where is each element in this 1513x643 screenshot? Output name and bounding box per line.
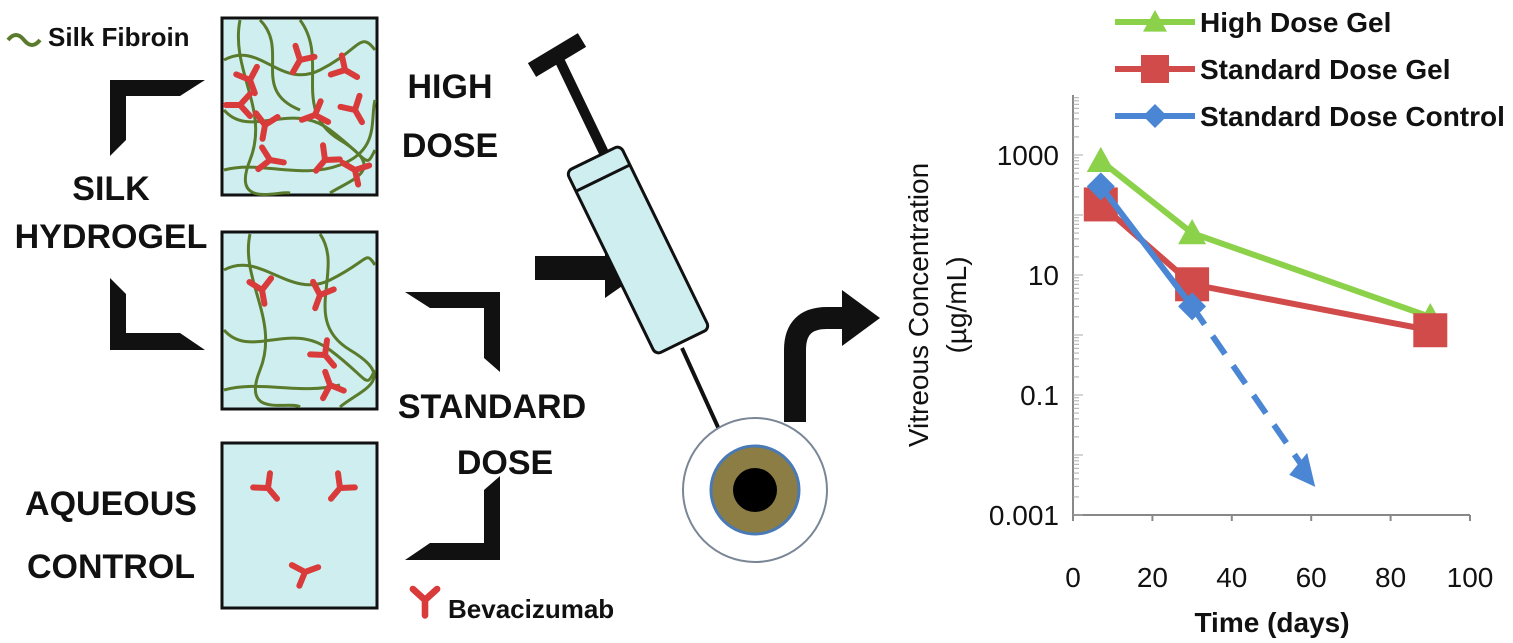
- x-tick-labels: 0 20 40 60 80 100: [1065, 515, 1493, 593]
- y-tick-labels: 1000 10 0.1 0.001: [989, 140, 1059, 531]
- eye-icon: [682, 417, 828, 563]
- data-point-diamond: [1086, 172, 1115, 201]
- legend-label: Standard Dose Control: [1200, 101, 1505, 132]
- x-tick-label: 60: [1296, 562, 1327, 593]
- y-tick-label: 1000: [997, 140, 1059, 171]
- standard-label: STANDARD: [398, 388, 586, 426]
- standard-dose-label: DOSE: [457, 444, 553, 482]
- series-line: [1098, 184, 1195, 309]
- fibroin-strands: [222, 18, 377, 196]
- legend-label: Standard Dose Gel: [1200, 54, 1451, 85]
- fibroin-legend-icon: [6, 33, 42, 47]
- y-axis-title-line2: (µg/mL): [941, 256, 972, 353]
- y-tick-label: 10: [1028, 260, 1059, 291]
- data-point-triangle: [1143, 10, 1167, 32]
- high-dose-label: DOSE: [402, 127, 498, 165]
- y-axis-title-group: Vitreous Concentration (µg/mL): [903, 163, 972, 447]
- bevacizumab-label: Bevacizumab: [448, 594, 614, 624]
- hydrogel-label: HYDROGEL: [15, 218, 208, 256]
- antibody-legend-icon: [413, 589, 437, 615]
- series-line: [1098, 158, 1432, 320]
- y-minor-ticks: [1073, 97, 1083, 516]
- syringe-icon: [527, 33, 744, 481]
- legend-label: High Dose Gel: [1200, 7, 1391, 38]
- series-layer: [1083, 146, 1448, 487]
- silk-hydrogel-bracket: [110, 80, 205, 350]
- extrapolation-arrowhead: [1289, 452, 1316, 487]
- data-point-diamond: [1178, 292, 1207, 321]
- silk-fibroin-label: Silk Fibroin: [48, 22, 190, 52]
- high-label: HIGH: [408, 68, 493, 106]
- data-point-square: [1141, 55, 1169, 83]
- result-arrow: [784, 290, 880, 422]
- x-tick-label: 40: [1216, 562, 1247, 593]
- series-extrapolation: [1189, 304, 1314, 481]
- control-label: CONTROL: [27, 548, 195, 586]
- x-tick-label: 0: [1065, 562, 1081, 593]
- standard-dose-bracket: [405, 292, 500, 560]
- y-tick-label: 0.1: [1020, 380, 1059, 411]
- y-tick-label: 0.001: [989, 500, 1059, 531]
- data-point-triangle: [1086, 146, 1115, 173]
- x-tick-label: 100: [1447, 562, 1494, 593]
- x-tick-label: 80: [1375, 562, 1406, 593]
- silk-label: SILK: [72, 170, 150, 208]
- data-point-triangle: [1178, 219, 1207, 245]
- data-point-square: [1413, 313, 1448, 348]
- series-line: [1098, 202, 1431, 334]
- standard-dose-gel-box: [220, 230, 379, 411]
- data-point-diamond: [1143, 104, 1167, 128]
- aqueous-label: AQUEOUS: [25, 485, 197, 523]
- x-axis-title: Time (days): [1194, 607, 1349, 638]
- x-tick-label: 20: [1137, 562, 1168, 593]
- y-axis-title-line1: Vitreous Concentration: [903, 163, 934, 447]
